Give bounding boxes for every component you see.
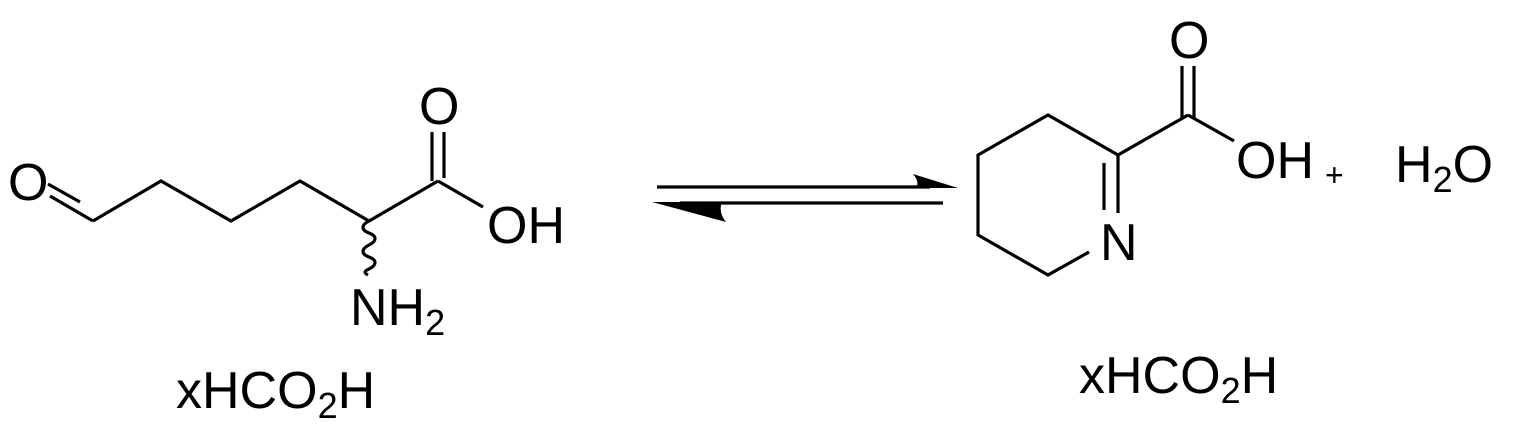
product-carbonyl-oxygen-label: O <box>1169 12 1209 70</box>
ring-nitrogen-label: N <box>1100 214 1138 272</box>
product-structure: N O OH + H2O xHCO2H <box>976 12 1493 411</box>
amine-label: NH2 <box>350 279 445 343</box>
aldehyde-double-bond-2 <box>47 182 81 204</box>
reactant-salt-label: xHCO2H <box>176 362 375 426</box>
plus-sign: + <box>1325 157 1344 193</box>
equilibrium-arrow <box>652 174 958 222</box>
product-carboxyl-oh-bond <box>1187 113 1235 143</box>
product-salt-label: xHCO2H <box>1079 347 1278 411</box>
product-hydroxyl-label: OH <box>1236 132 1314 190</box>
carbon-chain <box>92 179 439 223</box>
water-label: H2O <box>1395 136 1493 200</box>
carbonyl-oxygen-label: O <box>419 78 459 136</box>
wavy-stereo-bond <box>361 219 377 277</box>
reverse-arrow-head <box>652 202 726 222</box>
reactant-structure: O O OH NH2 xHCO2H <box>8 78 565 426</box>
aldehyde-oxygen-label: O <box>8 154 48 212</box>
carboxyl-oh-bond <box>437 179 484 209</box>
hydroxyl-label: OH <box>487 197 565 255</box>
ring-bonds <box>976 113 1119 277</box>
forward-arrow-head <box>913 174 958 188</box>
aldehyde-double-bond-1 <box>49 194 94 223</box>
ring-carboxyl-bond <box>1117 113 1189 157</box>
